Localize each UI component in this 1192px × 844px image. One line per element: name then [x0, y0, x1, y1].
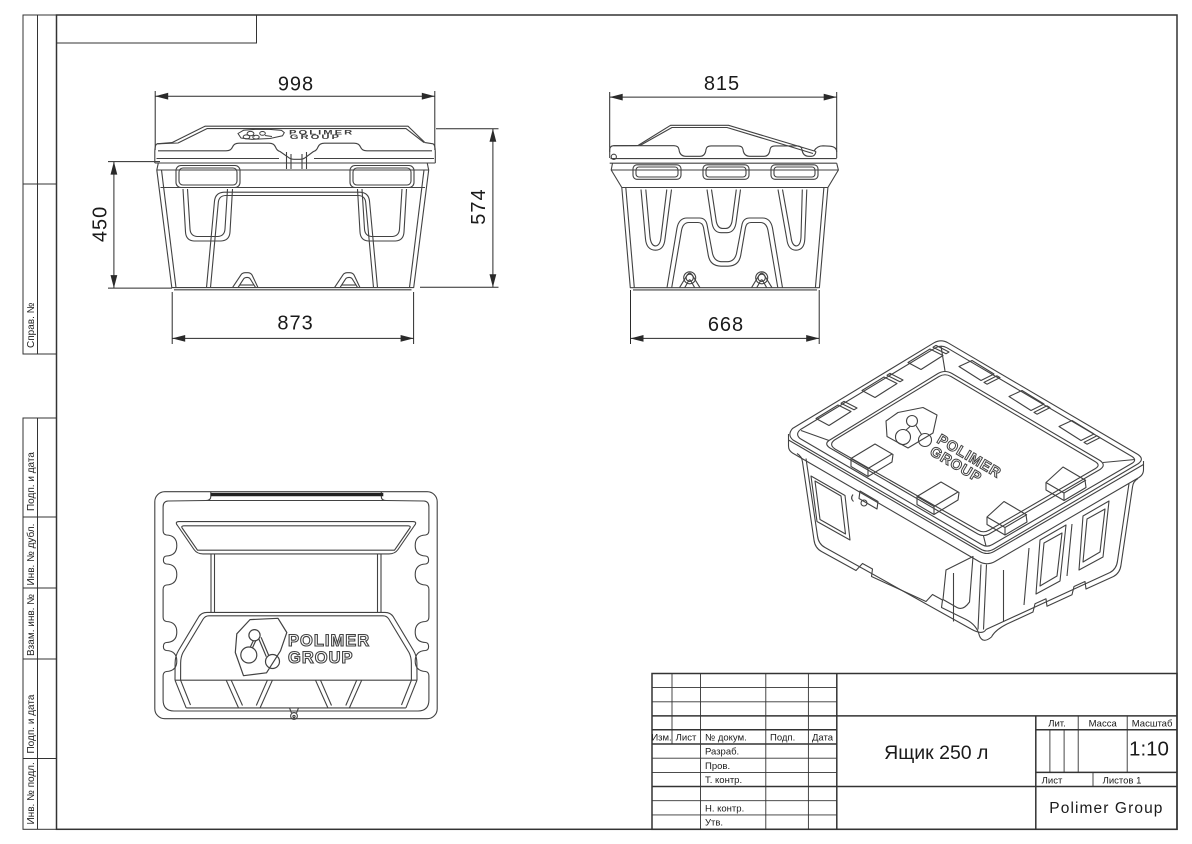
- svg-text:Лист: Лист: [1042, 775, 1063, 786]
- svg-text:815: 815: [704, 73, 740, 95]
- svg-text:Разраб.: Разраб.: [705, 747, 739, 758]
- svg-text:Ящик 250 л: Ящик 250 л: [884, 742, 988, 764]
- svg-text:873: 873: [277, 313, 313, 335]
- svg-text:Масштаб: Масштаб: [1132, 718, 1173, 729]
- svg-text:Инв. № дубл.: Инв. № дубл.: [25, 524, 37, 586]
- svg-text:№ докум.: № докум.: [705, 732, 747, 743]
- svg-text:POLIMER: POLIMER: [288, 632, 370, 650]
- svg-text:Лист: Лист: [676, 732, 697, 743]
- svg-text:Подп.: Подп.: [770, 732, 795, 743]
- svg-text:GROUP: GROUP: [290, 133, 341, 140]
- svg-text:Масса: Масса: [1089, 718, 1118, 729]
- svg-text:Т. контр.: Т. контр.: [705, 775, 742, 786]
- svg-text:Листов 1: Листов 1: [1103, 775, 1142, 786]
- svg-text:POLIMER: POLIMER: [289, 129, 354, 136]
- svg-text:450: 450: [90, 206, 112, 242]
- svg-text:574: 574: [468, 188, 490, 224]
- svg-text:Н. контр.: Н. контр.: [705, 803, 744, 814]
- svg-text:Дата: Дата: [812, 732, 834, 743]
- svg-text:Подп. и дата: Подп. и дата: [26, 452, 37, 511]
- svg-text:Пров.: Пров.: [705, 761, 730, 772]
- svg-text:Подп. и дата: Подп. и дата: [26, 694, 37, 753]
- svg-text:Взам. инв. №: Взам. инв. №: [26, 594, 37, 656]
- svg-text:Утв.: Утв.: [705, 818, 723, 829]
- svg-text:Polimer Group: Polimer Group: [1049, 800, 1163, 817]
- svg-text:1:10: 1:10: [1129, 738, 1169, 761]
- svg-text:GROUP: GROUP: [288, 649, 354, 667]
- svg-text:998: 998: [278, 74, 314, 96]
- svg-text:Лит.: Лит.: [1048, 718, 1065, 729]
- svg-text:668: 668: [708, 314, 744, 336]
- svg-text:Инв. № подл.: Инв. № подл.: [26, 762, 37, 824]
- svg-text:Справ. №: Справ. №: [26, 302, 37, 348]
- svg-text:Изм.: Изм.: [651, 732, 671, 743]
